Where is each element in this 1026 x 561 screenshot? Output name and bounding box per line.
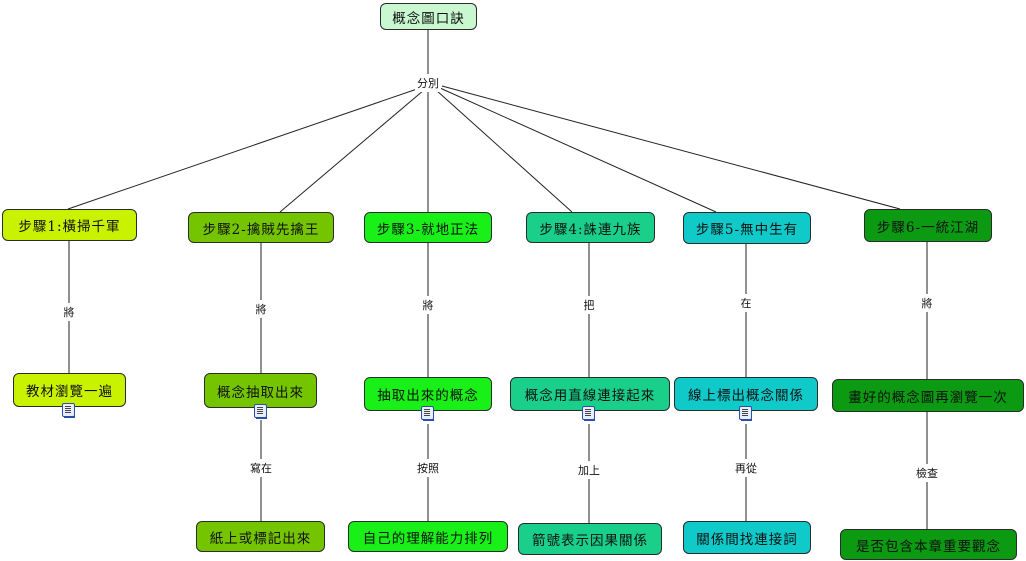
step-2-link2-label: 寫在 bbox=[248, 459, 274, 477]
step-1-node[interactable]: 步驟1:橫掃千軍 bbox=[2, 209, 137, 241]
step-3-link-label: 將 bbox=[420, 296, 436, 314]
step-3-child-node[interactable]: 抽取出來的概念 bbox=[364, 377, 492, 411]
step-1-child-node[interactable]: 教材瀏覽一遍 bbox=[13, 373, 126, 407]
step-4-grandchild-node[interactable]: 箭號表示因果關係 bbox=[518, 523, 662, 555]
step-5-link2-label: 再從 bbox=[733, 459, 759, 477]
root-link-label: 分別 bbox=[415, 74, 441, 92]
root-node[interactable]: 概念圖口訣 bbox=[380, 3, 477, 30]
step-6-child-node[interactable]: 畫好的概念圖再瀏覽一次 bbox=[832, 379, 1024, 412]
step-4-node[interactable]: 步驟4:誅連九族 bbox=[526, 212, 655, 243]
step-2-child-node[interactable]: 概念抽取出來 bbox=[204, 373, 317, 408]
step-5-grandchild-node[interactable]: 關係間找連接詞 bbox=[683, 521, 811, 554]
step-6-link2-label: 檢查 bbox=[914, 464, 940, 482]
step-3-node[interactable]: 步驟3-就地正法 bbox=[364, 212, 492, 243]
step-4-document-icon[interactable] bbox=[582, 406, 595, 421]
step-3-grandchild-node[interactable]: 自己的理解能力排列 bbox=[348, 521, 508, 552]
step-2-node[interactable]: 步驟2-擒賊先擒王 bbox=[188, 212, 334, 243]
step-4-link2-label: 加上 bbox=[576, 461, 602, 479]
step-6-link-label: 將 bbox=[919, 294, 935, 312]
step-6-node[interactable]: 步驟6-一統江湖 bbox=[864, 209, 992, 242]
step-5-link-label: 在 bbox=[738, 294, 754, 312]
step-4-link-label: 把 bbox=[581, 296, 597, 314]
step-5-document-icon[interactable] bbox=[739, 406, 752, 421]
step-2-document-icon[interactable] bbox=[254, 404, 267, 419]
step-1-link-label: 將 bbox=[61, 303, 77, 321]
step-5-node[interactable]: 步驟5-無中生有 bbox=[683, 212, 811, 244]
step-1-document-icon[interactable] bbox=[62, 403, 75, 418]
step-2-link-label: 將 bbox=[253, 300, 269, 318]
step-6-grandchild-node[interactable]: 是否包含本章重要觀念 bbox=[840, 529, 1017, 560]
step-3-document-icon[interactable] bbox=[421, 406, 434, 421]
step-2-grandchild-node[interactable]: 紙上或標記出來 bbox=[196, 521, 325, 552]
step-3-link2-label: 按照 bbox=[415, 459, 441, 477]
